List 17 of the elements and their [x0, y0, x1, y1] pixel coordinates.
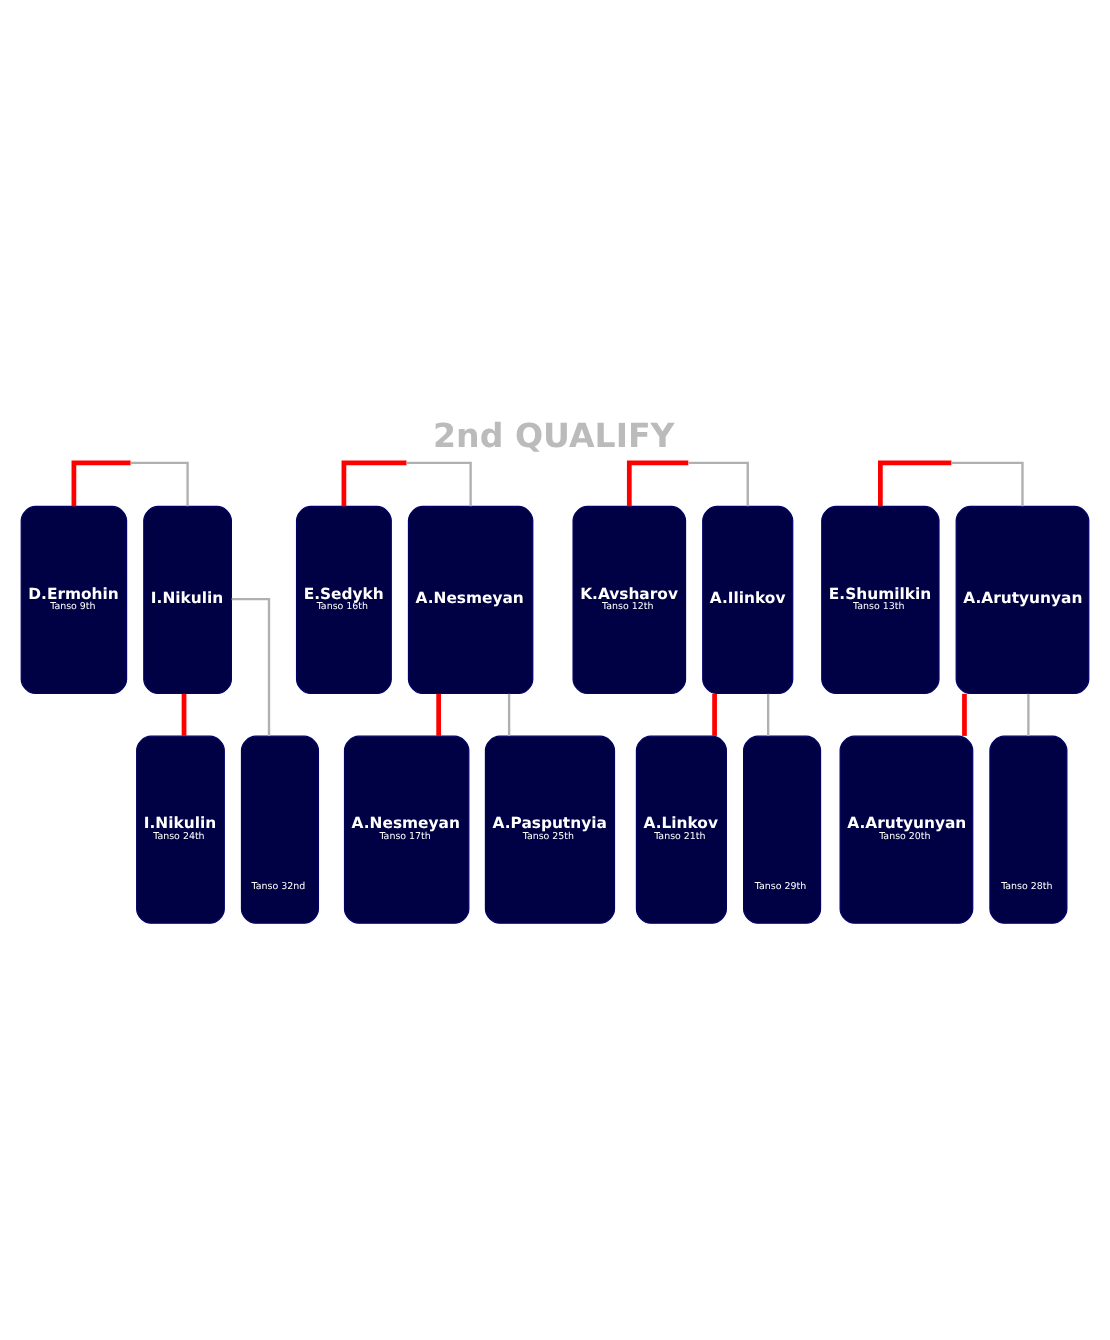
- connector: [766, 693, 770, 736]
- connector: [130, 461, 189, 507]
- connector: [436, 693, 441, 736]
- connector: [951, 461, 1024, 507]
- connector: [688, 461, 749, 507]
- connector: [341, 460, 407, 507]
- connector: [507, 693, 511, 736]
- connector: [406, 461, 472, 507]
- connector: [626, 460, 689, 507]
- connector: [712, 693, 717, 736]
- connector: [181, 693, 187, 736]
- connector: [71, 460, 131, 507]
- connector: [231, 597, 271, 736]
- connector: [962, 693, 967, 736]
- connector: [878, 460, 952, 507]
- connector: [1027, 693, 1030, 736]
- diagram-title: 2nd QUALIFY: [433, 416, 675, 455]
